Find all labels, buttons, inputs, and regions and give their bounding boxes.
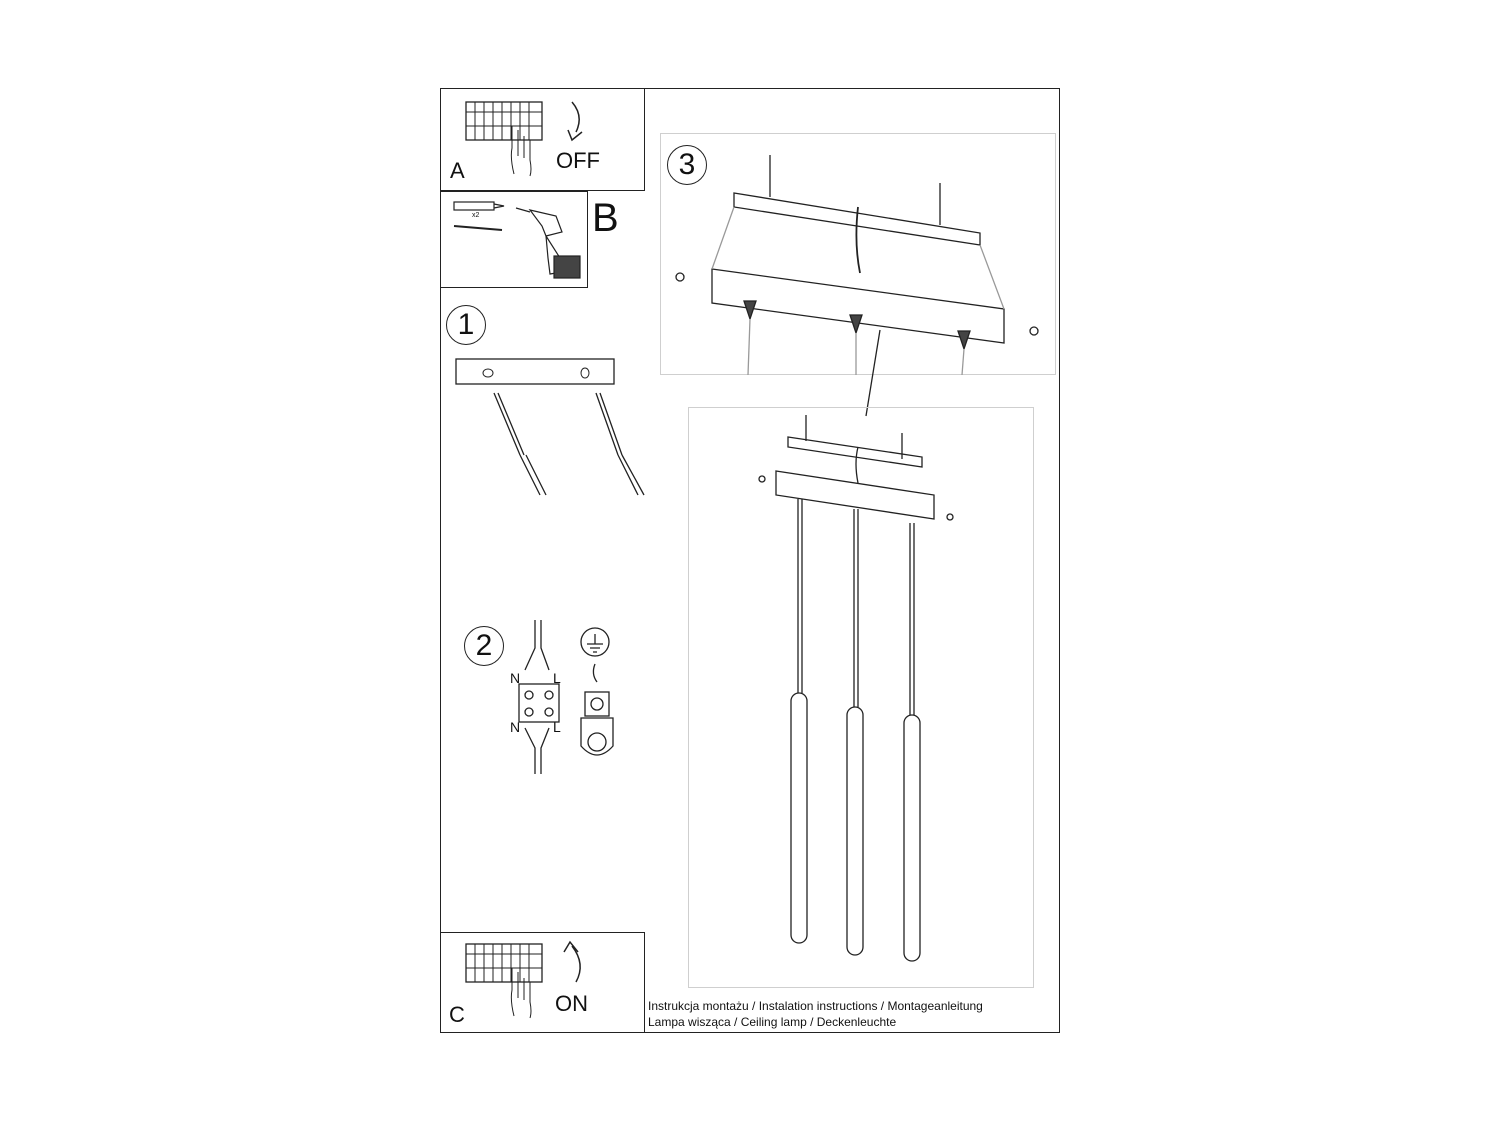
wiring-terminal-diagram (518, 620, 614, 774)
live-label-top: L (553, 670, 561, 686)
pendant-lamp-overview (758, 415, 954, 962)
lamp-overview-panel (688, 407, 1034, 988)
step-2-number: 2 (464, 626, 504, 666)
step-1-number: 1 (446, 305, 486, 345)
anchor-count: x2 (472, 212, 480, 219)
neutral-label-bottom: N (510, 719, 521, 735)
canopy-assembly-detail (675, 155, 1039, 376)
neutral-label-top: N (510, 670, 521, 686)
live-label-bottom: L (553, 719, 561, 735)
step-b-letter: B (592, 196, 619, 240)
step-3-number: 3 (667, 145, 707, 185)
footer-instructions-title: Instrukcja montażu / Instalation instruc… (648, 999, 983, 1013)
drill-and-anchors-icon (453, 201, 581, 279)
step-3-detail-panel (660, 133, 1056, 375)
breaker-off-icon (465, 101, 583, 177)
step-c-action: ON (555, 991, 588, 1016)
step-b-panel (440, 191, 588, 288)
instruction-sheet (440, 88, 1060, 1033)
detail-connector-line (865, 329, 881, 417)
step-a-letter: A (450, 158, 465, 183)
step-c-letter: C (449, 1002, 465, 1027)
breaker-on-icon (465, 940, 581, 1019)
footer-product-type: Lampa wisząca / Ceiling lamp / Deckenleu… (648, 1015, 897, 1029)
step-a-action: OFF (556, 148, 600, 173)
mounting-plate-drilling-diagram (455, 358, 645, 496)
